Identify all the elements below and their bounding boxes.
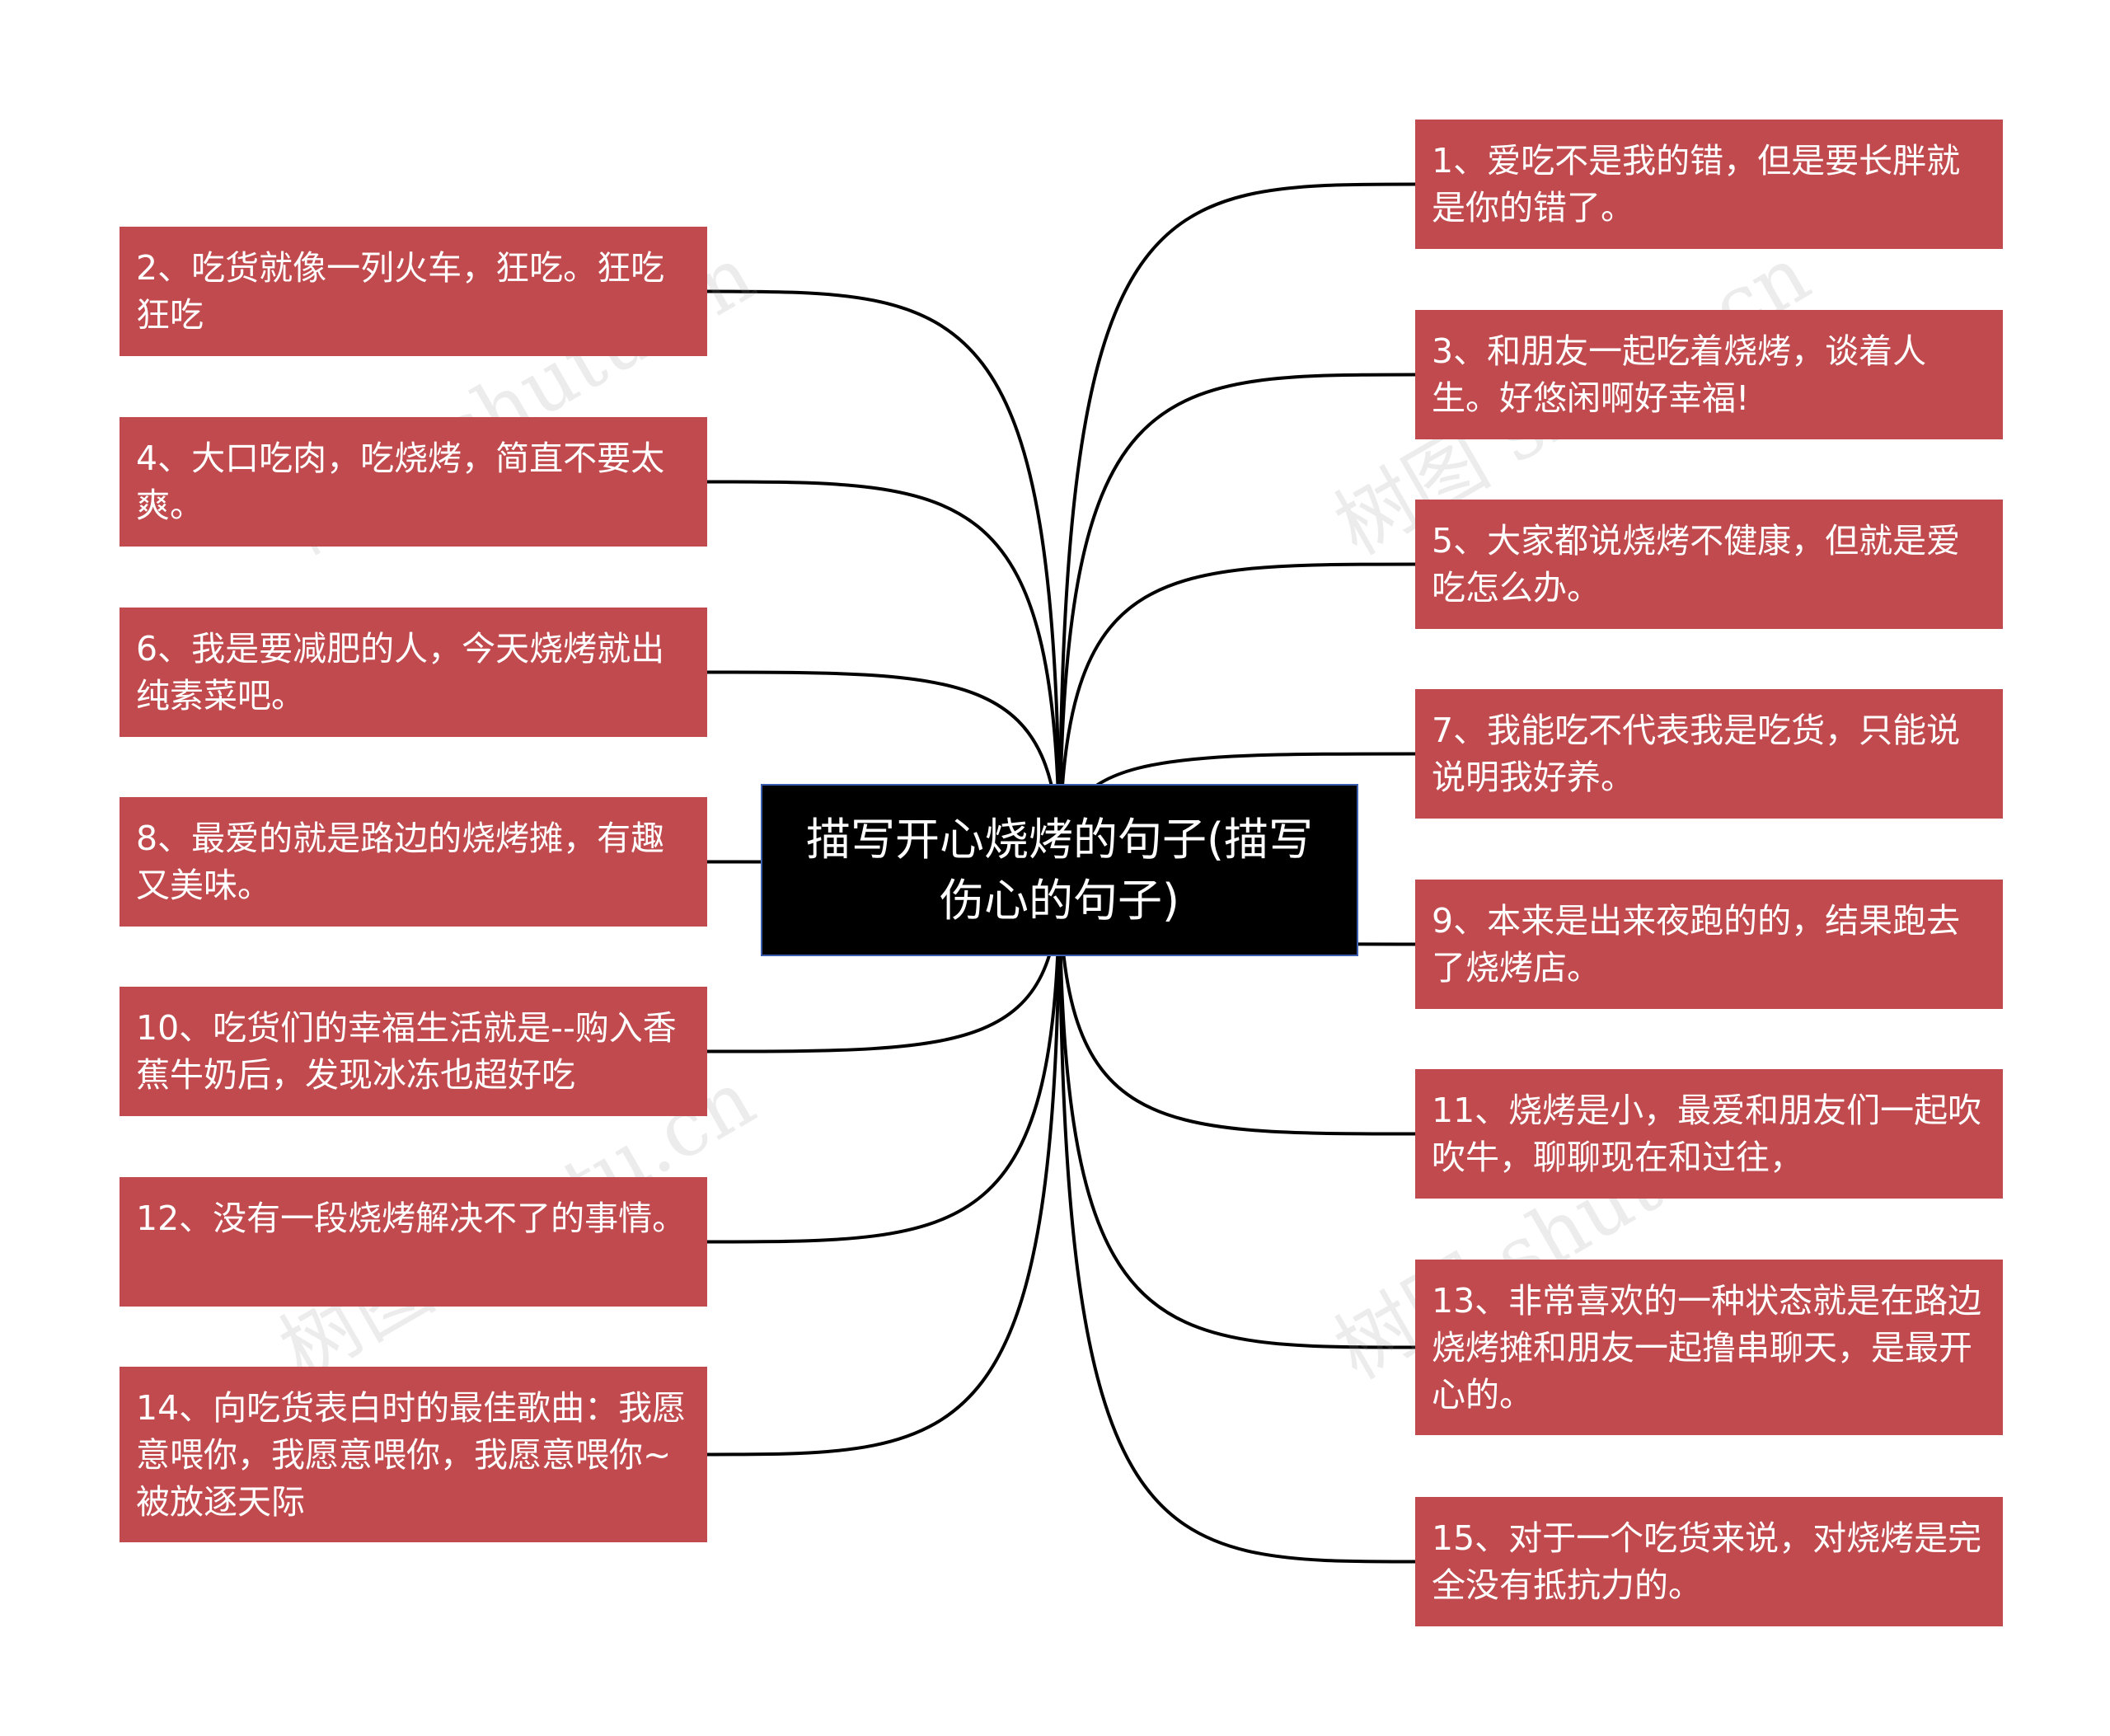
connector-line-14 xyxy=(706,870,1062,1457)
leaf-node-12[interactable]: 12、没有一段烧烤解决不了的事情。 xyxy=(120,1177,707,1307)
leaf-node-10[interactable]: 10、吃货们的幸福生活就是--购入香蕉牛奶后，发现冰冻也超好吃 xyxy=(120,987,707,1116)
leaf-node-3[interactable]: 3、和朋友一起吃着烧烤，谈着人生。好悠闲啊好幸福! xyxy=(1415,310,2003,439)
leaf-node-4[interactable]: 4、大口吃肉，吃烧烤，简直不要太爽。 xyxy=(120,417,707,547)
leaf-node-13[interactable]: 13、非常喜欢的一种状态就是在路边烧烤摊和朋友一起撸串聊天，是最开心的。 xyxy=(1415,1260,2003,1435)
leaf-node-11[interactable]: 11、烧烤是小，最爱和朋友们一起吹吹牛，聊聊现在和过往， xyxy=(1415,1069,2003,1199)
connector-line-13 xyxy=(1057,870,1416,1349)
connector-line-11 xyxy=(1057,870,1416,1136)
leaf-node-2[interactable]: 2、吃货就像一列火车，狂吃。狂吃 狂吃 xyxy=(120,227,707,356)
connector-line-4 xyxy=(706,480,1062,870)
leaf-node-1[interactable]: 1、爱吃不是我的错，但是要长胖就是你的错了。 xyxy=(1415,120,2003,249)
leaf-node-5[interactable]: 5、大家都说烧烤不健康，但就是爱吃怎么办。 xyxy=(1415,500,2003,629)
leaf-node-8[interactable]: 8、最爱的就是路边的烧烤摊，有趣又美味。 xyxy=(120,797,707,927)
central-topic-label: 描写开心烧烤的句子(描写伤心的句子) xyxy=(805,813,1314,927)
leaf-node-9[interactable]: 9、本来是出来夜跑的的，结果跑去了烧烤店。 xyxy=(1415,880,2003,1009)
leaf-node-7[interactable]: 7、我能吃不代表我是吃货，只能说说明我好养。 xyxy=(1415,689,2003,819)
connector-line-1 xyxy=(1057,182,1416,870)
connector-line-3 xyxy=(1057,373,1416,870)
leaf-node-14[interactable]: 14、向吃货表白时的最佳歌曲：我愿意喂你，我愿意喂你，我愿意喂你~被放逐天际 xyxy=(120,1367,707,1542)
leaf-node-6[interactable]: 6、我是要减肥的人，今天烧烤就出纯素菜吧。 xyxy=(120,608,707,737)
connector-line-15 xyxy=(1057,870,1416,1564)
connector-line-12 xyxy=(706,870,1062,1244)
central-topic-node[interactable]: 描写开心烧烤的句子(描写伤心的句子) xyxy=(761,784,1358,956)
leaf-node-15[interactable]: 15、对于一个吃货来说，对烧烤是完全没有抵抗力的。 xyxy=(1415,1497,2003,1626)
connector-line-2 xyxy=(706,289,1062,870)
connector-line-5 xyxy=(1057,562,1416,870)
